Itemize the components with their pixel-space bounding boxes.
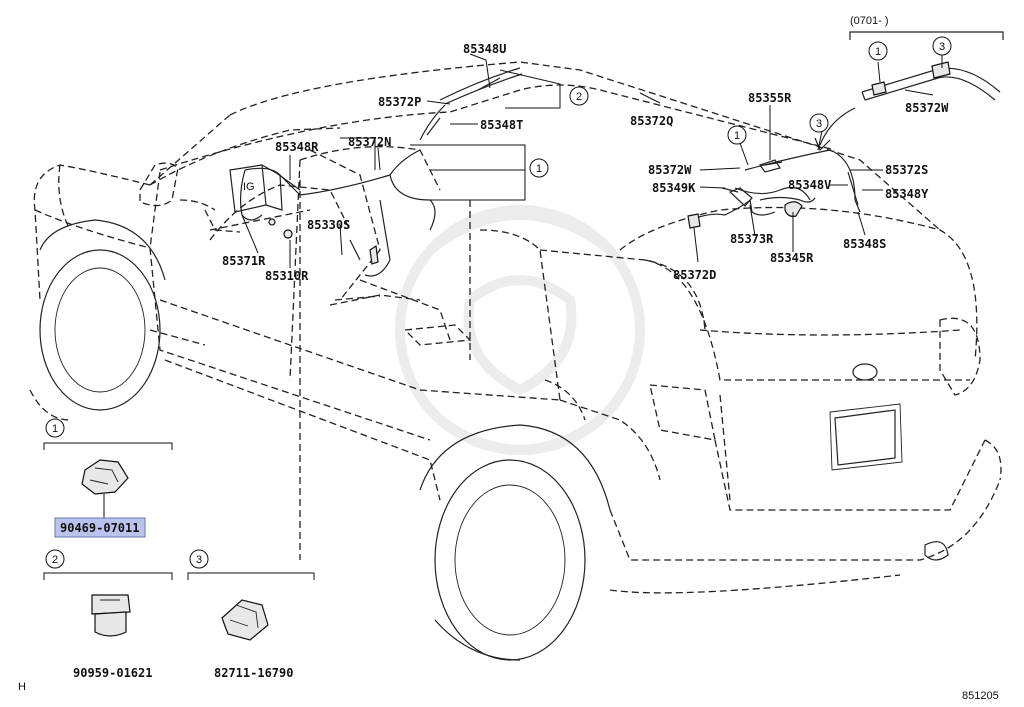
legend-ref-2: 2 <box>52 554 58 566</box>
label-85372w-a: 85372W <box>648 163 692 177</box>
corner-mark-left: H <box>18 681 26 693</box>
label-85348s: 85348S <box>843 237 886 251</box>
highlighted-part-box <box>54 517 146 538</box>
label-85348t: 85348T <box>480 118 523 132</box>
label-85373r: 85373R <box>730 232 774 246</box>
date-code: (0701- ) <box>850 15 889 27</box>
label-85330s: 85330S <box>307 218 350 232</box>
circle-ref-3-inset: 3 <box>932 36 952 56</box>
label-85355r: 85355R <box>748 91 792 105</box>
circle-ref-1-rear: 1 <box>727 125 747 145</box>
label-85345r: 85345R <box>770 251 814 265</box>
circle-ref-3-rear: 3 <box>809 113 829 133</box>
svg-text:1: 1 <box>536 163 542 175</box>
legend-item-3[interactable]: 3 82711-16790 <box>187 549 315 680</box>
legend-ref-1: 1 <box>52 423 58 435</box>
label-85372s: 85372S <box>885 163 928 177</box>
connector-parts <box>268 77 859 265</box>
label-85348y: 85348Y <box>885 187 929 201</box>
inset-cable <box>814 31 1004 152</box>
label-85348r: 85348R <box>275 140 319 154</box>
label-85372d: 85372D <box>673 268 716 282</box>
watermark-emblem <box>395 205 645 455</box>
legend-ref-3: 3 <box>196 554 202 566</box>
callout-labels: 85348U 85372P 85348T 85372Q 85348R 85372… <box>222 15 949 283</box>
ecu-label: IG <box>243 181 255 193</box>
label-85371r: 85371R <box>222 254 266 268</box>
legend-part-no-1[interactable]: 90469-07011 <box>60 521 139 535</box>
label-85372q: 85372Q <box>630 114 673 128</box>
diagram-id: 851205 <box>962 690 999 702</box>
svg-text:1: 1 <box>875 46 881 58</box>
label-85372n: 85372N <box>348 135 391 149</box>
svg-text:2: 2 <box>576 91 582 103</box>
label-85310r: 85310R <box>265 269 309 283</box>
circle-ref-2-roof: 2 <box>569 86 589 106</box>
label-85372w-b: 85372W <box>905 101 949 115</box>
svg-text:3: 3 <box>816 118 822 130</box>
ecu-box: IG <box>229 164 283 213</box>
vehicle-outline <box>29 61 1002 661</box>
svg-text:1: 1 <box>734 130 740 142</box>
circle-refs: 2 1 1 3 1 3 <box>529 36 952 178</box>
legend-item-1[interactable]: 1 90469-07011 <box>43 418 173 538</box>
svg-text:3: 3 <box>939 41 945 53</box>
legend-item-2[interactable]: 2 90959-01621 <box>43 549 173 680</box>
legend-part-no-2[interactable]: 90959-01621 <box>73 666 152 680</box>
wire-clamp-icon <box>221 599 269 641</box>
leader-lines <box>241 53 943 268</box>
label-85349k: 85349K <box>652 181 696 195</box>
legend-part-no-3[interactable]: 82711-16790 <box>214 666 293 680</box>
clip-icon <box>81 459 129 495</box>
label-85348v: 85348V <box>788 178 831 192</box>
circle-ref-1-inset: 1 <box>868 41 888 61</box>
label-85348u: 85348U <box>463 42 506 56</box>
label-85372p: 85372P <box>378 95 421 109</box>
grommet-icon <box>91 594 131 637</box>
circle-ref-1-dash: 1 <box>529 158 549 178</box>
